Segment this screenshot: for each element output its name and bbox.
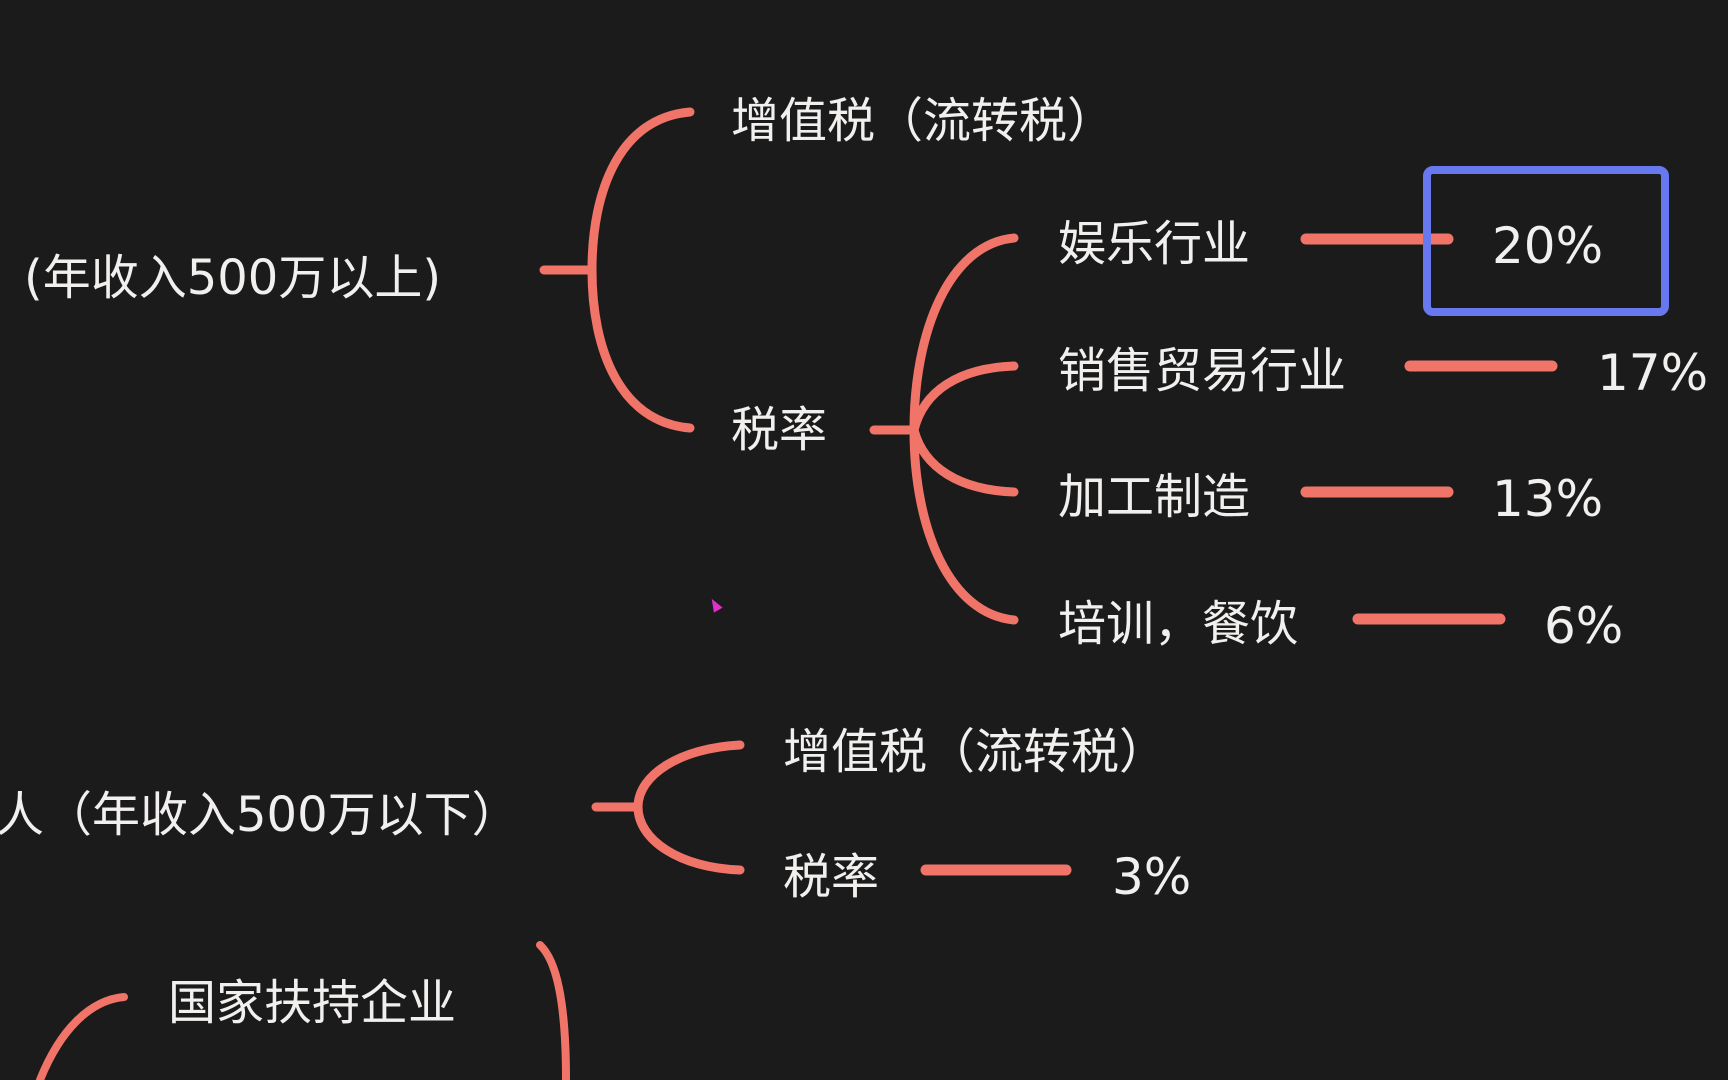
node-tax-rate-2[interactable]: 税率 (783, 849, 880, 905)
node-industry-sales-trade[interactable]: 销售贸易行业 (1058, 343, 1347, 399)
node-small-taxpayer[interactable]: 人（年收入500万以下） (0, 787, 520, 843)
node-industry-entertainment[interactable]: 娱乐行业 (1058, 216, 1251, 272)
node-tax-rate-1[interactable]: 税率 (731, 402, 828, 458)
connector-small-taxpayer (591, 740, 745, 875)
node-vat-2[interactable]: 增值税（流转税） (783, 724, 1168, 780)
rate-manufacturing[interactable]: 13% (1492, 470, 1604, 528)
connector-general-taxpayer (539, 107, 695, 433)
node-vat-1[interactable]: 增值税（流转税） (731, 93, 1116, 149)
node-industry-training-catering[interactable]: 培训，餐饮 (1058, 596, 1299, 652)
node-supported-enterprise[interactable]: 国家扶持企业 (168, 975, 457, 1031)
rate-small-taxpayer[interactable]: 3% (1112, 848, 1192, 906)
node-general-taxpayer[interactable]: (年收入500万以上) (24, 250, 442, 306)
highlight-box (1423, 166, 1669, 316)
connector-tax-rate (869, 233, 1019, 625)
rate-training-catering[interactable]: 6% (1544, 597, 1624, 655)
connector-supported-enterprise (36, 941, 570, 1080)
node-industry-manufacturing[interactable]: 加工制造 (1058, 469, 1251, 525)
rate-entertainment[interactable]: 20% (1492, 217, 1604, 275)
rate-sales-trade[interactable]: 17% (1597, 344, 1709, 402)
